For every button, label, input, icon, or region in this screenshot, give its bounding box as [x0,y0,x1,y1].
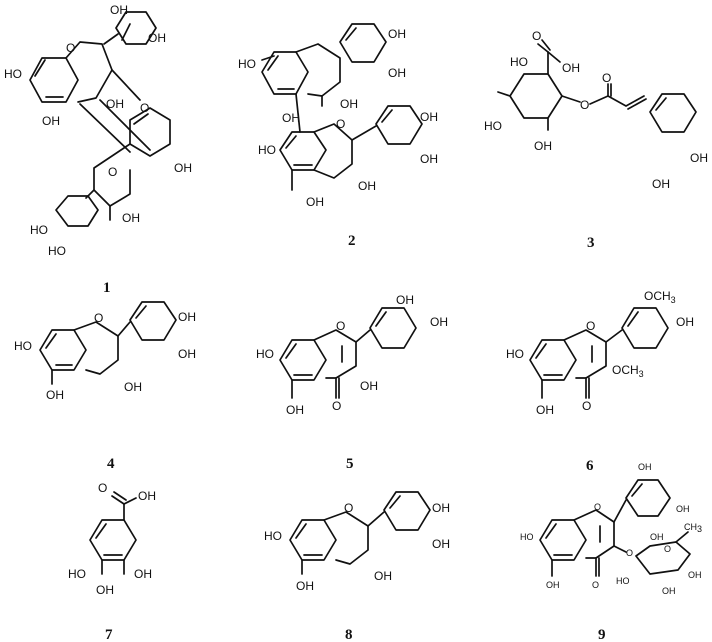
compound-5-label-o-ring: O [336,319,345,333]
compound-4-label-oh-top: OH [178,310,196,324]
compound-9-label-ho-left: HO [520,532,534,542]
compound-1-number: 1 [103,280,111,296]
compound-9-label-ch3: CH3 [684,522,702,534]
compound-1-label-ho-bottom-1: HO [30,223,48,237]
compound-2-structure [261,23,423,191]
compound-9-label-oh-top-1: OH [638,462,652,472]
compound-8-structure [289,491,431,575]
compound-1-label-ho-left: HO [4,67,22,81]
compound-1-label-oh-right: OH [174,161,192,175]
compound-3-structure [497,39,697,133]
compound-1-label-o-ring: O [66,41,75,55]
compound-9-label-o-ring: O [594,502,601,512]
compound-9-label-oh-sugar-2: OH [662,586,676,596]
compound-5-number: 5 [346,456,354,472]
compound-8-label-oh-c3: OH [374,569,392,583]
compound-5-label-o-carbonyl: O [332,399,341,413]
compound-7-label-oh-acid: OH [138,489,156,503]
compound-2-label-oh-c3: OH [340,97,358,111]
compound-6-label-o-carbonyl: O [582,399,591,413]
compound-2-label-ho-lower: HO [258,143,276,157]
compound-6-label-o-ring: O [586,319,595,333]
compound-9-label-oh-sugar-3: OH [688,570,702,580]
compound-7-number: 7 [105,627,113,642]
compound-8-label-oh-top: OH [432,501,450,515]
compound-7-label-ho-left: HO [68,567,86,581]
compound-4-label-ho-left: HO [14,339,32,353]
compound-1-label-ho-bottom-2: HO [48,244,66,258]
compound-3-label-ho-c1: HO [510,55,528,69]
compound-5-label-oh-c3: OH [360,379,378,393]
compound-9-number: 9 [598,627,606,642]
compound-4-label-oh-bottom: OH [46,388,64,402]
compound-5-label-oh-top-1: OH [396,293,414,307]
compound-3-label-oh-aryl-2: OH [652,177,670,191]
compound-7-structure [89,491,137,575]
compound-2-label-oh-right-2: OH [420,152,438,166]
compound-9-label-oh-top-2: OH [676,504,690,514]
compound-1-label-oh-mid: OH [106,97,124,111]
compound-1-label-oh-top-1: OH [110,3,128,17]
compound-6-structure [529,307,669,399]
compound-6-label-och3-c3: OCH3 [612,363,644,379]
compound-9-label-o-carbonyl: O [592,580,599,590]
compound-2-label-oh-right-1: OH [420,110,438,124]
compound-3-label-oh-c5: OH [534,139,552,153]
compound-2-label-oh-top-2: OH [388,66,406,80]
compound-2-label-oh-top-1: OH [388,27,406,41]
compound-5-structure [279,307,417,399]
compound-4-number: 4 [107,456,115,472]
compound-5-label-ho-left: HO [256,347,274,361]
compound-3-label-ho-c4: HO [484,119,502,133]
compound-6-label-och3-top: OCH3 [644,289,676,305]
compound-3-label-o-ester-co: O [602,71,611,85]
compound-8-label-oh-bottom: OH [296,579,314,593]
compound-3-number: 3 [587,235,595,251]
compound-9-label-o-sugar: O [664,544,671,554]
compound-5-label-oh-bottom: OH [286,403,304,417]
compound-2-label-o-lower: O [336,117,345,131]
compound-3-label-o-carbonyl: O [532,29,541,43]
compound-1-label-o-lower: O [108,165,117,179]
compound-6-label-ho-left: HO [506,347,524,361]
compound-9-label-oh-sugar-1: OH [650,532,664,542]
compound-9-label-o-glycoside: O [626,548,633,558]
compound-9-label-ho-sugar: HO [616,576,630,586]
compound-4-label-oh-c3: OH [124,380,142,394]
compound-5-label-oh-top-2: OH [430,315,448,329]
compound-8-label-o-ring: O [344,501,353,515]
compound-9-structure [539,479,691,577]
compound-2-label-oh-bottom: OH [306,195,324,209]
compound-2-label-ho-left: HO [238,57,256,71]
compound-8-number: 8 [345,627,353,642]
compound-1-label-o-bridge: O [140,101,149,115]
compound-7-label-oh-right: OH [134,567,152,581]
compound-6-number: 6 [586,458,594,474]
compound-1-structure [29,11,171,227]
compound-9-label-oh-bottom: OH [546,580,560,590]
compound-7-label-oh-bottom: OH [96,583,114,597]
compound-1-label-oh-lower: OH [122,211,140,225]
compound-2-label-oh-c3-lower: OH [358,179,376,193]
compound-2-label-oh-a-ring: OH [282,111,300,125]
compound-8-label-ho-left: HO [264,529,282,543]
compound-6-label-oh-bottom: OH [536,403,554,417]
compound-4-label-oh-right: OH [178,347,196,361]
compound-6-label-oh-top: OH [676,315,694,329]
compound-2-number: 2 [348,233,356,249]
compound-4-structure [39,301,177,385]
compound-3-label-o-ester: O [580,98,589,112]
compound-8-label-oh-right: OH [432,537,450,551]
compound-1-label-oh-a-ring: OH [42,114,60,128]
compound-3-label-oh-aryl-1: OH [690,151,708,165]
compound-3-label-oh-acid: OH [562,61,580,75]
compound-7-label-o-carbonyl: O [98,481,107,495]
compound-1-label-oh-top-2: OH [148,31,166,45]
compound-4-label-o-ring: O [94,311,103,325]
